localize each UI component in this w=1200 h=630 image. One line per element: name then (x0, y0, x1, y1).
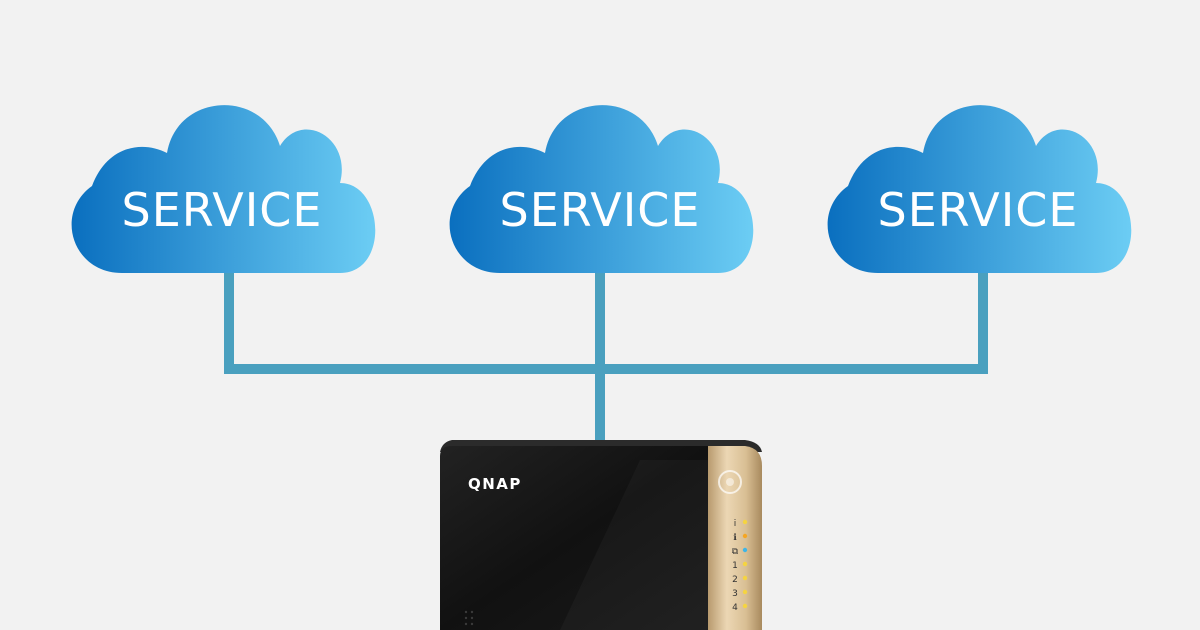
status-led (742, 561, 748, 567)
disk-3-icon: 3 (732, 589, 738, 599)
cloud-service-3: SERVICE (827, 105, 1132, 273)
status-led (742, 547, 748, 553)
copy-icon: ⧉ (732, 547, 739, 557)
cloud-service-2: SERVICE (449, 105, 754, 273)
nas-gold-panel (708, 446, 762, 630)
status-led (742, 575, 748, 581)
cloud-label: SERVICE (878, 183, 1079, 237)
power-button[interactable] (718, 470, 742, 494)
status-led (742, 589, 748, 595)
disk-1-icon: 1 (732, 561, 738, 571)
status-led (742, 603, 748, 609)
nas-front-panel (440, 446, 712, 630)
status-led (742, 533, 748, 539)
disk-4-icon: 4 (732, 603, 738, 613)
network-icon: ℹ (733, 533, 737, 543)
connector-lines (224, 262, 988, 440)
nas-device: QNAP i ℹ ⧉ 1 2 3 4 (440, 440, 762, 630)
brand-logo: QNAP (468, 475, 522, 493)
cloud-service-1: SERVICE (71, 105, 376, 273)
vent-dots (464, 610, 474, 626)
cloud-label: SERVICE (122, 183, 323, 237)
connector-left (224, 262, 988, 374)
disk-2-icon: 2 (732, 575, 738, 585)
status-led (742, 519, 748, 525)
power-button-inner (726, 478, 734, 486)
info-icon: i (734, 519, 737, 529)
cloud-label: SERVICE (500, 183, 701, 237)
status-indicators: i ℹ ⧉ 1 2 3 4 (732, 519, 748, 613)
